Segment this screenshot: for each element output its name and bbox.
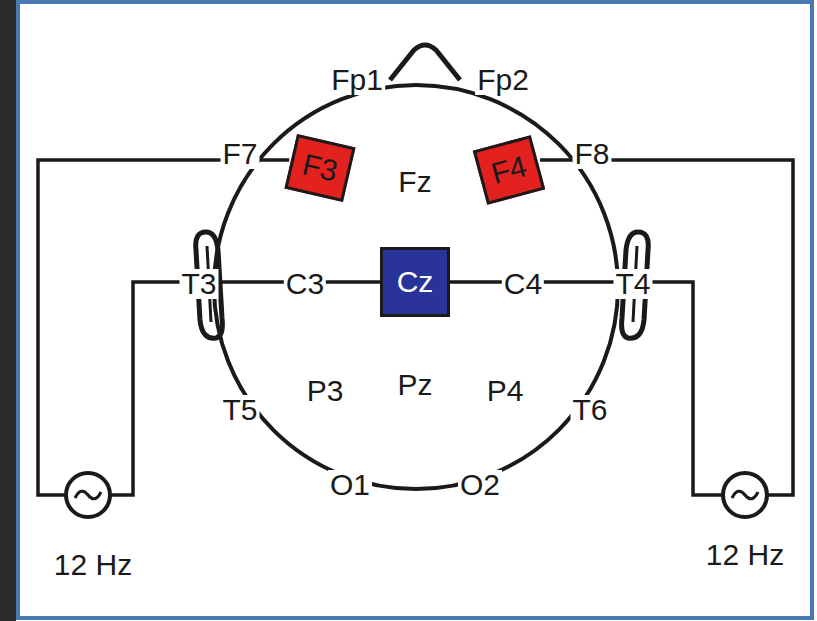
- electrode-site-label: P4: [485, 376, 526, 406]
- source-tilde: [732, 491, 758, 499]
- source-circle: [66, 473, 110, 517]
- frequency-label: 12 Hz: [52, 550, 134, 580]
- electrode-site-label: Fp2: [475, 65, 531, 95]
- stimulation-wire: [38, 160, 380, 495]
- electrode-site-label: P3: [305, 376, 346, 406]
- nose: [390, 45, 460, 80]
- reference-electrode: Cz: [380, 247, 450, 317]
- electrode-site-label: T5: [220, 395, 259, 425]
- electrode-site-label: C3: [284, 269, 326, 299]
- electrode-label: F4: [488, 151, 530, 189]
- electrode-label: Cz: [397, 267, 434, 297]
- head-outline: [214, 85, 618, 489]
- dark-strip: [0, 0, 16, 621]
- electrode-site-label: T4: [613, 269, 652, 299]
- electrode-site-label: F8: [572, 139, 611, 169]
- electrode-site-label: C4: [502, 269, 544, 299]
- frame-border: [18, 2, 812, 618]
- stimulation-wire: [450, 160, 793, 495]
- electrode-site-label: O2: [458, 470, 502, 500]
- source-tilde: [75, 491, 101, 499]
- electrode-site-label: Pz: [395, 370, 434, 400]
- electrode-site-label: T6: [570, 395, 609, 425]
- electrode-label: F3: [300, 149, 341, 186]
- electrode-site-label: T3: [179, 269, 218, 299]
- electrode-site-label: Fz: [396, 167, 433, 197]
- source-circle: [723, 473, 767, 517]
- ac-source-symbol: [66, 473, 110, 517]
- ac-source-symbol: [723, 473, 767, 517]
- frequency-label: 12 Hz: [704, 540, 786, 570]
- electrode-site-label: Fp1: [329, 65, 385, 95]
- electrode-site-label: F7: [220, 139, 259, 169]
- electrode-site-label: O1: [328, 470, 372, 500]
